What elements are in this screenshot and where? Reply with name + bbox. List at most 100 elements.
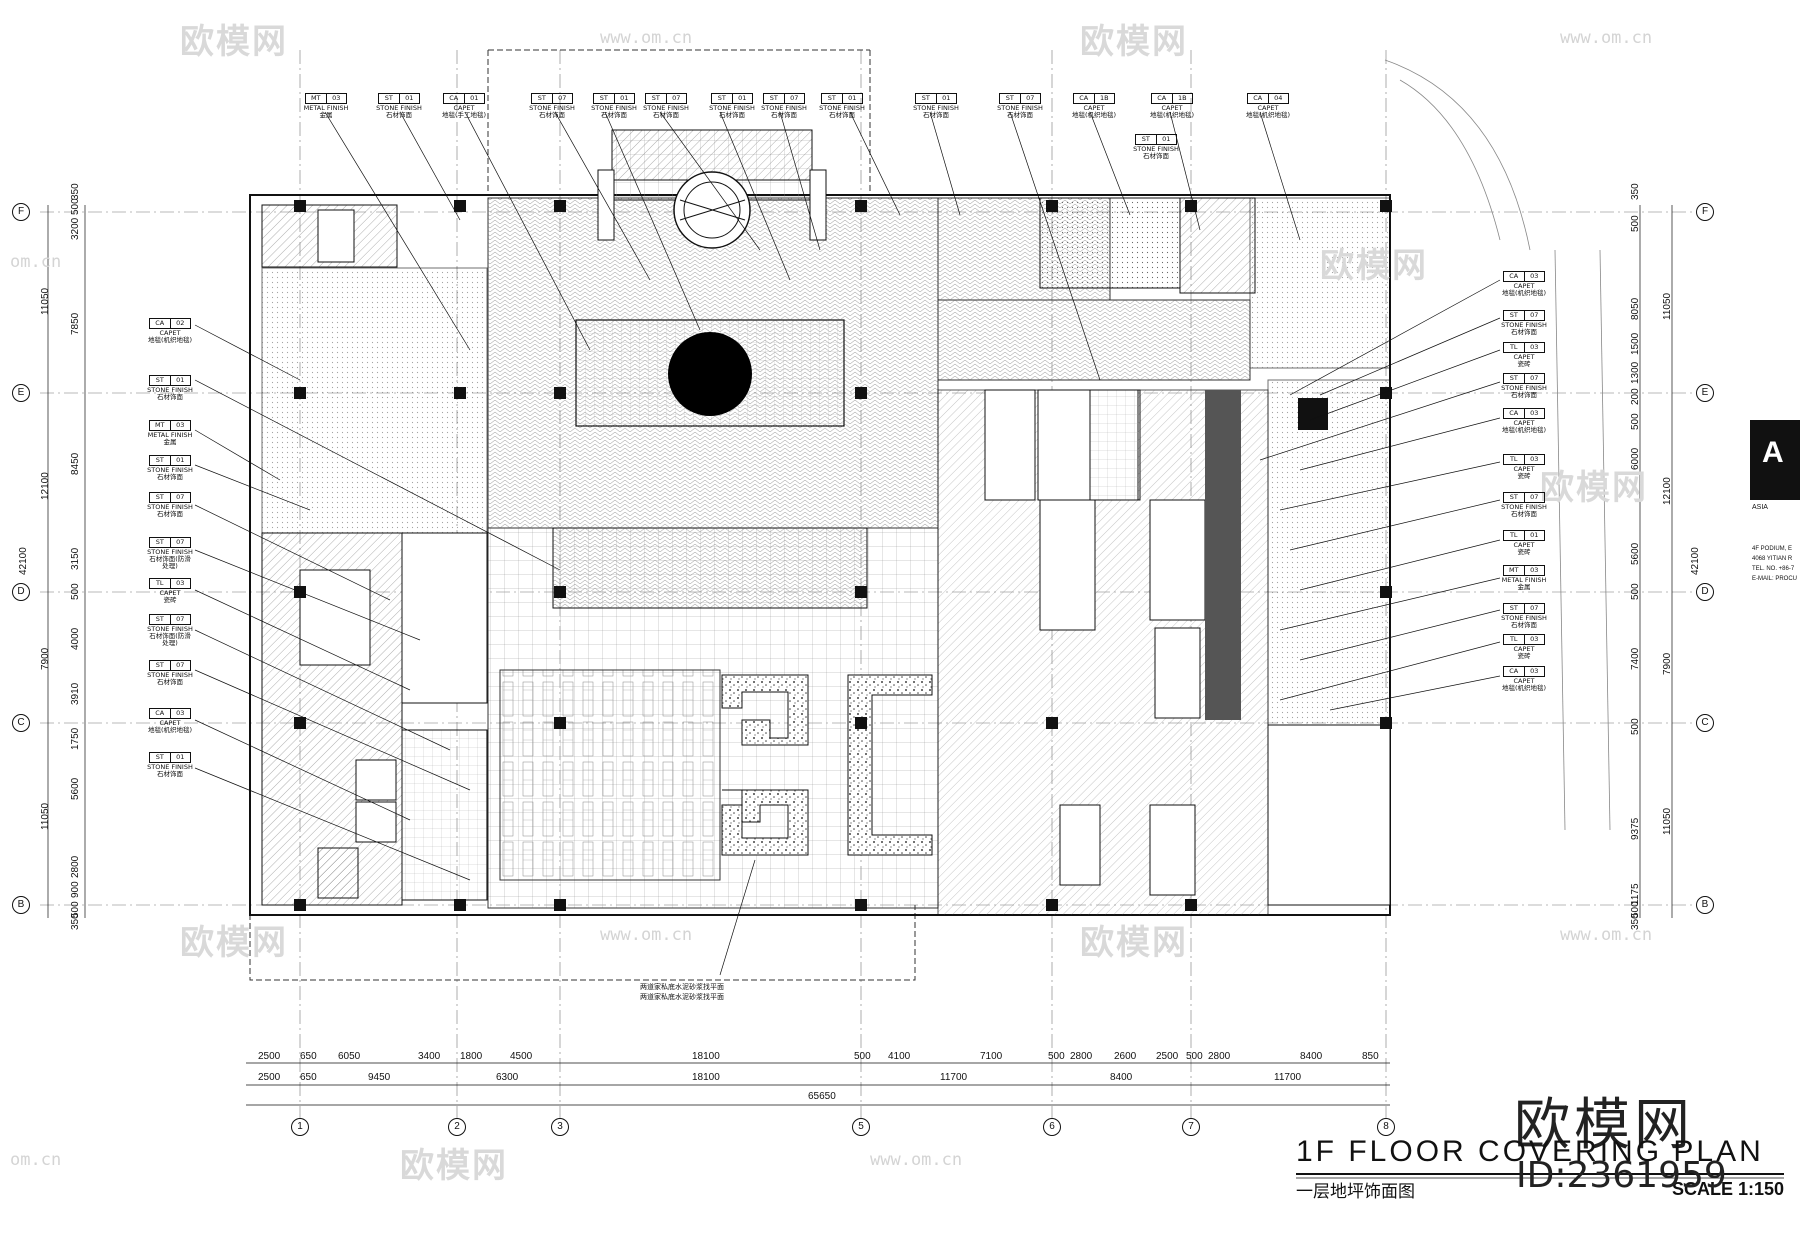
material-code: MT <box>306 94 327 103</box>
material-code: TL <box>1504 531 1525 540</box>
watermark-url: om.cn <box>10 252 62 272</box>
material-name-cn: 石材饰面 <box>157 510 183 518</box>
dimension-value: 18100 <box>692 1051 720 1062</box>
dimension-value: 6050 <box>338 1051 361 1062</box>
grid-axis-row-b: B <box>12 896 30 914</box>
material-code: ST <box>1504 374 1525 383</box>
grid-axis-row-b: B <box>1696 896 1714 914</box>
material-name-en: STONE FINISH <box>643 104 689 112</box>
material-number: 01 <box>942 94 951 102</box>
dimension-value: 7100 <box>980 1051 1003 1062</box>
dimension-value: 500 <box>1186 1051 1203 1062</box>
material-name-cn: 金属 <box>163 438 177 446</box>
material-name-cn: 石材饰面 <box>1511 391 1537 399</box>
company-logo <box>1750 420 1800 500</box>
material-name-cn: 石材饰面 <box>829 111 855 119</box>
material-name-cn: 金属 <box>319 111 333 119</box>
dimension-value: 500 <box>1630 413 1641 430</box>
material-code: ST <box>150 661 171 670</box>
material-number: 07 <box>1530 374 1539 382</box>
material-code: CA <box>1504 667 1525 676</box>
dimension-value: 500 <box>1630 583 1641 600</box>
material-name-cn: 石材饰面 <box>157 770 183 778</box>
material-code: TL <box>1504 455 1525 464</box>
material-name-en: STONE FINISH <box>147 503 193 511</box>
material-name-cn: 地毯(机织地毯) <box>1501 426 1547 434</box>
dimension-value: 7900 <box>1662 652 1673 675</box>
brand-watermark: 欧模网 <box>1514 1093 1694 1158</box>
dimension-value: 4100 <box>888 1051 911 1062</box>
material-number: 04 <box>1274 94 1283 102</box>
material-name-en: CAPET <box>159 719 181 727</box>
material-name-cn: 石材饰面 <box>157 678 183 686</box>
material-code: ST <box>1504 604 1525 613</box>
title-underline <box>1296 1173 1784 1179</box>
dimension-value: 18100 <box>692 1072 720 1083</box>
dimension-value: 2500 <box>1156 1051 1179 1062</box>
material-code: ST <box>646 94 667 103</box>
material-number: 01 <box>405 94 414 102</box>
material-name-en: STONE FINISH <box>761 104 807 112</box>
logo-letter: A <box>1762 436 1784 469</box>
material-name-cn: 地毯(机织地毯) <box>1501 289 1547 297</box>
material-code: ST <box>150 538 171 547</box>
material-name-en: STONE FINISH <box>1501 384 1547 392</box>
grid-axis-col-3: 3 <box>551 1118 569 1136</box>
material-number: 07 <box>1530 604 1539 612</box>
grid-axis-col-6: 6 <box>1043 1118 1061 1136</box>
material-name-cn: 石材饰面 <box>1007 111 1033 119</box>
watermark-text: 欧模网 <box>1080 22 1188 62</box>
material-number: 07 <box>790 94 799 102</box>
material-name-en: CAPET <box>1513 677 1535 685</box>
material-code: ST <box>150 615 171 624</box>
material-name-en: CAPET <box>1513 465 1535 473</box>
material-name-en: CAPET <box>1513 282 1535 290</box>
material-name-en: STONE FINISH <box>997 104 1043 112</box>
material-name-cn: 地毯(机织地毯) <box>147 336 193 344</box>
watermark-text: 欧模网 <box>1540 468 1648 508</box>
dimension-value: 200 <box>1630 388 1641 405</box>
grid-axis-row-e: E <box>1696 384 1714 402</box>
material-number: 03 <box>1530 455 1539 463</box>
material-name-en: CAPET <box>159 329 181 337</box>
material-number: 03 <box>176 421 185 429</box>
grid-axis-col-2: 2 <box>448 1118 466 1136</box>
material-number: 07 <box>1026 94 1035 102</box>
grid-axis-row-e: E <box>12 384 30 402</box>
material-name-cn: 石材饰面 <box>1511 621 1537 629</box>
watermark-text: 欧模网 <box>180 923 288 963</box>
dimension-value: 500 <box>70 583 81 600</box>
dimension-value: 650 <box>300 1051 317 1062</box>
material-number: 03 <box>1530 272 1539 280</box>
material-code: CA <box>1074 94 1095 103</box>
material-name-en: STONE FINISH <box>376 104 422 112</box>
watermark-url: om.cn <box>10 1150 62 1170</box>
material-number: 01 <box>176 753 185 761</box>
material-number: 01 <box>1530 531 1539 539</box>
material-name-cn: 石材饰面 <box>386 111 412 119</box>
material-number: 07 <box>176 493 185 501</box>
material-number: 1B <box>1177 94 1187 102</box>
dimension-value: 8050 <box>1630 297 1641 320</box>
dimension-value: 11050 <box>1662 292 1673 320</box>
material-number: 07 <box>176 661 185 669</box>
dimension-value: 2600 <box>1114 1051 1137 1062</box>
watermark-url: www.om.cn <box>1560 28 1653 48</box>
bottom-note: 两道家私底水泥砂浆找平面 <box>640 983 724 991</box>
dimension-value: 2800 <box>70 855 81 878</box>
dimension-value: 1500 <box>1630 332 1641 355</box>
material-name-cn: 地毯(机织地毯) <box>1071 111 1117 119</box>
